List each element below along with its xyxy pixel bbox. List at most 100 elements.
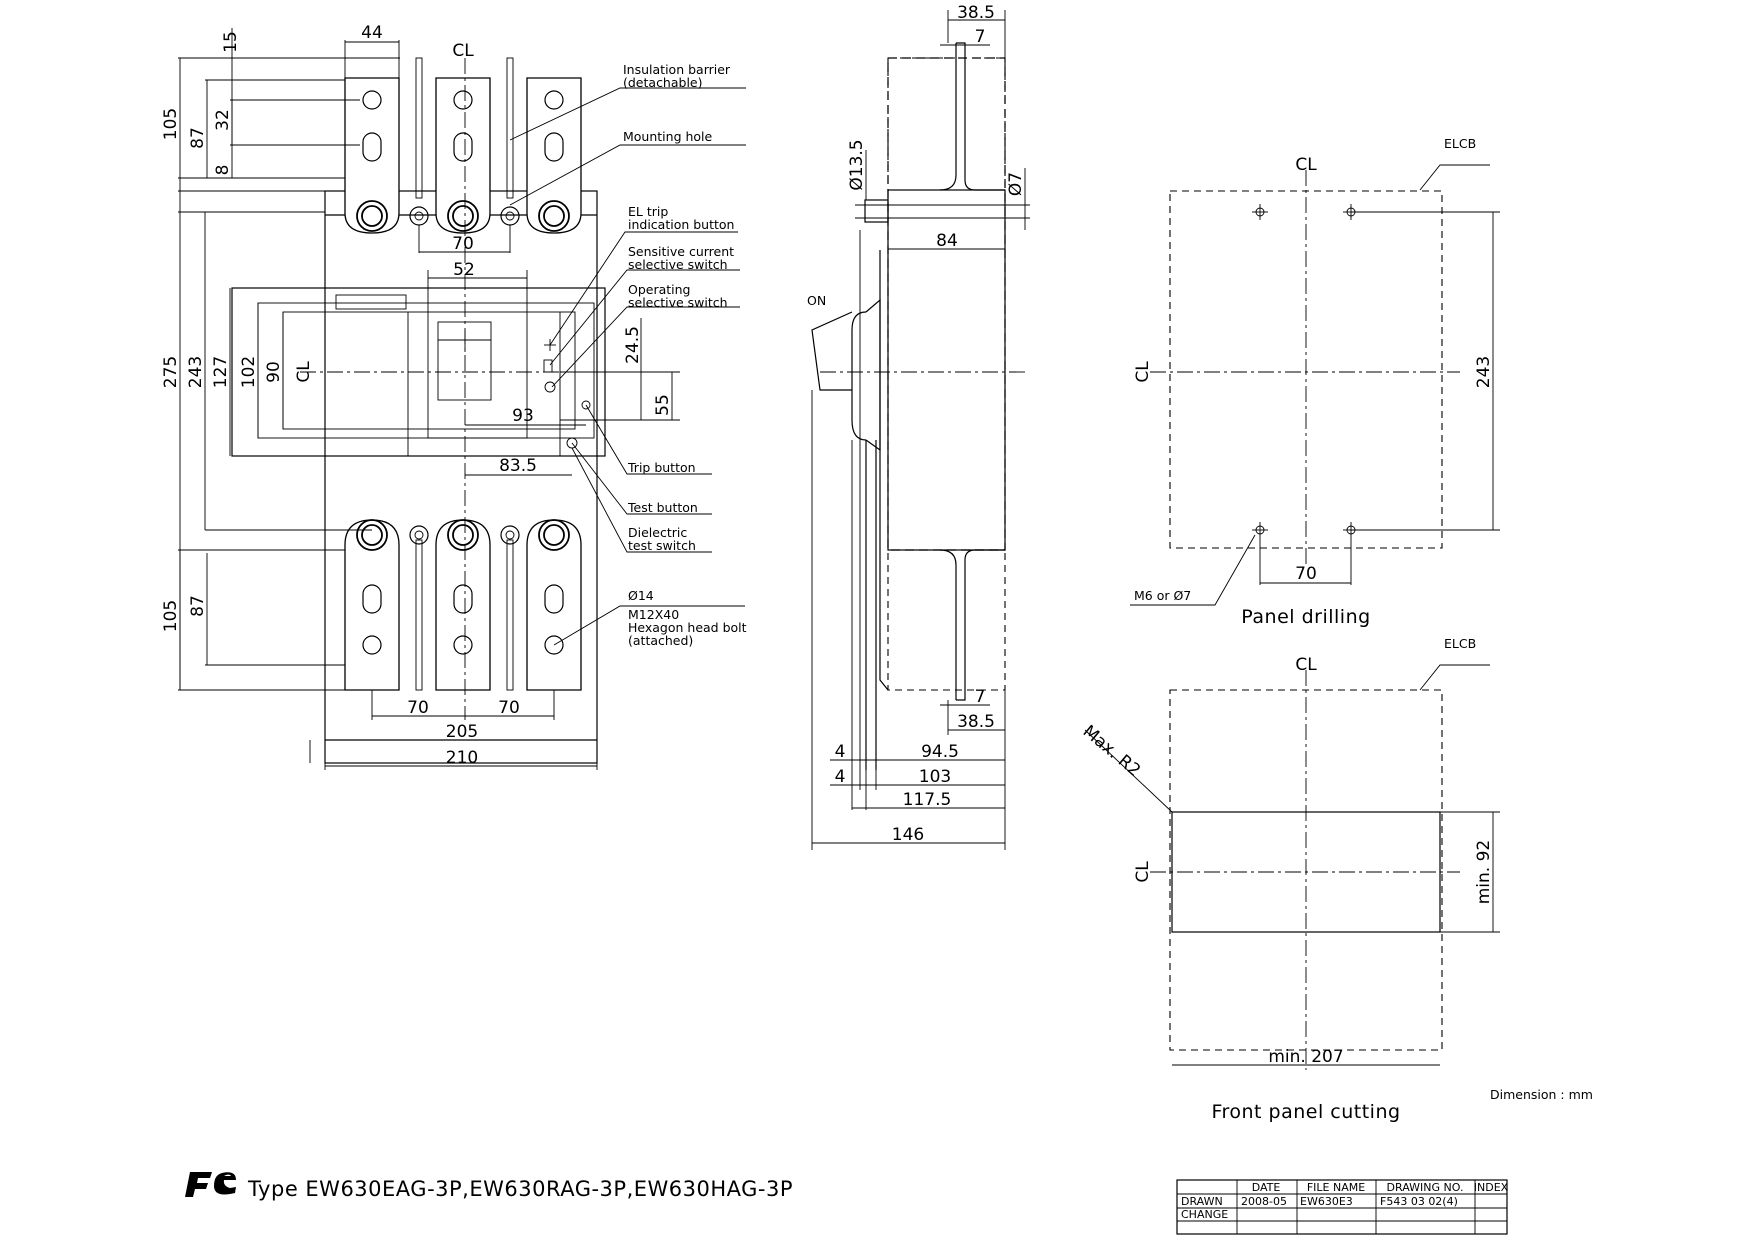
cutting-cl-left: CL <box>1133 861 1153 883</box>
label-bolt-dia: Ø14 <box>628 588 654 603</box>
side-dim-4-a: 4 <box>835 742 846 762</box>
side-dim-38-5-bottom: 38.5 <box>957 712 995 732</box>
mounting-hole-bottom-1 <box>409 525 429 545</box>
drilling-dimension-lines <box>1130 164 1500 606</box>
dim-70-top: 70 <box>452 234 474 254</box>
cutting-elcb-label: ELCB <box>1444 636 1476 651</box>
dim-210: 210 <box>446 748 478 768</box>
cutting-cl-top: CL <box>1295 655 1317 675</box>
drilling-cl-left: CL <box>1133 361 1153 383</box>
panel-drilling-title: Panel drilling <box>1241 606 1370 628</box>
label-mounting-hole: Mounting hole <box>623 129 713 144</box>
dimension-unit-note: Dimension : mm <box>1490 1087 1593 1102</box>
tb-file-name: EW630E3 <box>1300 1195 1353 1208</box>
label-el-trip: EL trip <box>628 204 668 219</box>
insulation-barrier-bottom-2 <box>506 539 514 691</box>
front-view: 44 15 105 87 32 8 70 52 275 243 127 102 … <box>161 23 747 770</box>
dim-102: 102 <box>239 356 259 388</box>
insulation-barrier-top-1 <box>415 57 423 199</box>
handle <box>437 321 492 401</box>
label-el-trip-2: indication button <box>628 217 734 232</box>
drilling-holes <box>1252 204 1359 538</box>
front-leader-lines <box>509 87 746 646</box>
label-test-button: Test button <box>627 500 698 515</box>
drilling-hole-label: M6 or Ø7 <box>1134 588 1191 603</box>
handle-window <box>427 287 528 439</box>
centre-line-label-top: CL <box>452 41 474 61</box>
insulation-barrier-bottom-1 <box>415 539 423 691</box>
tb-header-file: FILE NAME <box>1307 1181 1365 1194</box>
drilling-dim-243: 243 <box>1474 356 1494 388</box>
cutting-min-92: min. 92 <box>1474 840 1494 905</box>
tb-header-index: INDEX <box>1474 1181 1509 1194</box>
title-block: DATE FILE NAME DRAWING NO. INDEX DRAWN 2… <box>1176 1179 1509 1235</box>
operating-selective-switch <box>544 381 556 393</box>
label-bolt-size: M12X40 <box>628 607 679 622</box>
centre-line-label-left: CL <box>294 361 314 383</box>
dim-105-top: 105 <box>161 108 181 140</box>
label-operating-selective-2: selective switch <box>628 295 728 310</box>
sensitive-current-switch <box>543 359 553 373</box>
side-body <box>887 189 1006 551</box>
top-terminal-1 <box>344 77 400 234</box>
side-label-on: ON <box>807 293 826 308</box>
cutting-min-207: min. 207 <box>1268 1047 1343 1067</box>
mounting-hole-top-2 <box>500 206 520 226</box>
trip-button <box>581 400 591 410</box>
tb-drawing-no: F543 03 02(4) <box>1380 1195 1458 1208</box>
dim-32: 32 <box>213 109 233 131</box>
label-bolt-attached: (attached) <box>628 633 693 648</box>
side-dim-117-5: 117.5 <box>903 790 952 810</box>
mounting-hole-top-1 <box>409 206 429 226</box>
dim-87-bottom: 87 <box>188 595 208 617</box>
label-dielectric: Dielectric <box>628 525 687 540</box>
dim-83-5: 83.5 <box>499 456 537 476</box>
logo <box>185 1172 236 1197</box>
side-mounting-screw <box>864 199 889 223</box>
bottom-terminal-1 <box>344 519 400 691</box>
label-sensitive-current-2: selective switch <box>628 257 728 272</box>
label-insulation-barrier: Insulation barrier <box>623 62 731 77</box>
bottom-terminal-3 <box>526 519 582 691</box>
drilling-elcb-label: ELCB <box>1444 136 1476 151</box>
label-operating-selective: Operating <box>628 282 691 297</box>
label-bolt-type: Hexagon head bolt <box>628 620 747 635</box>
tb-header-drawing: DRAWING NO. <box>1387 1181 1464 1194</box>
side-dim-7-bottom: 7 <box>975 687 986 707</box>
dim-15: 15 <box>221 31 241 53</box>
side-dim-4-b: 4 <box>835 767 846 787</box>
top-terminal-2 <box>435 77 491 234</box>
drilling-cl-top: CL <box>1295 155 1317 175</box>
label-insulation-barrier-note: (detachable) <box>623 75 703 90</box>
dim-70-a: 70 <box>407 698 429 718</box>
side-dim-84: 84 <box>936 231 958 251</box>
label-sensitive-current: Sensitive current <box>628 244 734 259</box>
side-dim-dia-13-5: Ø13.5 <box>847 139 867 190</box>
side-dim-7-top: 7 <box>975 27 986 47</box>
front-dimension-lines <box>178 28 680 770</box>
insulation-barrier-top-2 <box>506 57 514 199</box>
dim-243: 243 <box>186 356 206 388</box>
top-terminal-3 <box>526 77 582 234</box>
dim-87-top: 87 <box>188 127 208 149</box>
side-view: 38.5 7 Ø13.5 Ø7 84 ON 7 38.5 4 94.5 4 10… <box>807 3 1030 850</box>
product-type-line: Type EW630EAG-3P,EW630RAG-3P,EW630HAG-3P <box>247 1177 793 1201</box>
panel-drilling: CL CL ELCB 243 70 M6 or Ø7 Panel drillin… <box>1130 136 1500 628</box>
front-panel-cutting: CL CL ELCB Max. R2 min. 92 min. 207 Fron… <box>1079 636 1500 1123</box>
side-dim-94-5: 94.5 <box>921 742 959 762</box>
dim-127: 127 <box>211 356 231 388</box>
dim-52: 52 <box>453 260 475 280</box>
cutting-radius-label: Max. R2 <box>1079 722 1144 781</box>
label-trip-button: Trip button <box>627 460 696 475</box>
fe-logo-mark <box>185 1172 212 1197</box>
cutting-dimension-lines <box>1084 664 1500 1066</box>
bottom-terminal-2 <box>435 519 491 691</box>
dim-90: 90 <box>264 361 284 383</box>
dim-93: 93 <box>512 406 534 426</box>
dim-105-bottom: 105 <box>161 600 181 632</box>
tb-header-date: DATE <box>1252 1181 1281 1194</box>
side-dimension-lines <box>811 10 1026 850</box>
dim-70-b: 70 <box>498 698 520 718</box>
side-dim-103: 103 <box>919 767 951 787</box>
tb-change-label: CHANGE <box>1181 1208 1228 1221</box>
